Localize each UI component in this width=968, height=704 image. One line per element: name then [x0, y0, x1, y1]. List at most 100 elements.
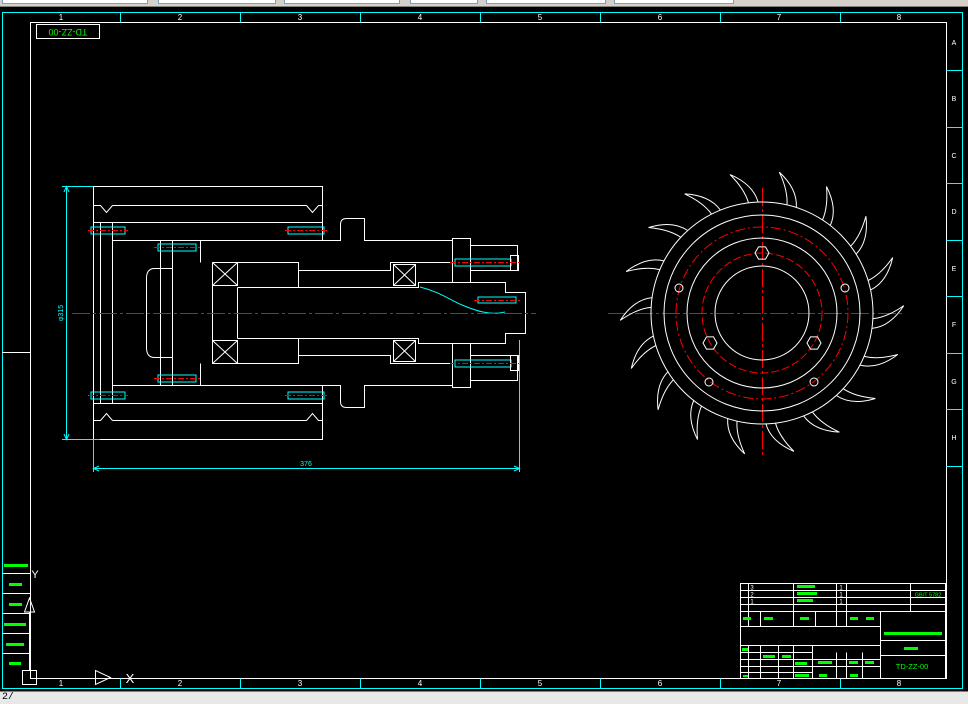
illegible-text-mark: [6, 643, 24, 646]
mounting-hole: [840, 283, 850, 293]
part-quantity: 1: [839, 593, 843, 599]
length-dimension-line: [93, 340, 520, 472]
toolbar-field-lineweight[interactable]: [410, 0, 478, 4]
illegible-text-mark: [850, 617, 858, 620]
illegible-text-mark: [795, 674, 809, 677]
row-letter: A: [952, 40, 957, 47]
impeller-blade: [859, 354, 899, 367]
row-letter: G: [951, 379, 956, 386]
signoff-dividers: [2, 573, 30, 654]
title-block-frame: [740, 583, 946, 679]
toolbar-field-style[interactable]: [486, 0, 606, 4]
rim-inner: [663, 214, 861, 412]
hex-bolt-head: [754, 246, 770, 260]
impeller-blade: [765, 423, 795, 452]
mounting-hole: [704, 377, 714, 387]
column-number: 3: [298, 679, 303, 688]
illegible-text-mark: [782, 655, 791, 658]
toolbar-field-plotstyle[interactable]: [614, 0, 734, 4]
illegible-text-mark: [743, 617, 751, 620]
toolbar-strip: [0, 0, 968, 7]
ucs-x-label: X: [126, 671, 135, 686]
illegible-text-mark: [795, 662, 807, 665]
part-quantity: 1: [839, 600, 843, 606]
column-number: 8: [897, 679, 902, 688]
drawing-number: TD-ZZ-00: [896, 662, 929, 671]
illegible-text-mark: [865, 661, 874, 664]
illegible-text-mark: [4, 623, 26, 626]
bolt-pitch-circle: [701, 252, 823, 374]
impeller-blade: [619, 297, 653, 321]
impeller-blade: [778, 171, 797, 208]
illegible-text-mark: [904, 647, 918, 650]
parts-list-columns: [748, 583, 911, 679]
illegible-text-mark: [9, 662, 21, 665]
bottom-column-dividers: [120, 678, 841, 689]
left-signoff-strip: [2, 564, 30, 665]
outer-border: [2, 12, 963, 689]
row-letter: B: [952, 96, 957, 103]
end-view: [608, 171, 905, 455]
mounting-hole: [674, 283, 684, 293]
illegible-text-mark: [9, 583, 22, 586]
x-axis-arrow-icon: [95, 669, 112, 686]
illegible-text-mark: [819, 674, 827, 677]
mounting-hole: [809, 377, 819, 387]
ucs-icon: [22, 596, 112, 686]
y-axis-arrow-icon: [23, 596, 36, 613]
length-dimension-arrows: [92, 465, 521, 472]
illegible-text-mark: [818, 661, 832, 664]
hex-bolt-head: [702, 336, 718, 350]
ucs-y-label: Y: [31, 569, 39, 581]
illegible-text-mark: [866, 617, 874, 620]
row-letter: H: [951, 435, 956, 442]
section-view: [72, 186, 536, 440]
row-letter: E: [952, 266, 957, 273]
illegible-text-mark: [9, 603, 22, 606]
column-numbers-bottom: 1 2 3 4 5 6 7 8: [59, 679, 902, 688]
illegible-text-mark: [764, 617, 773, 620]
illegible-text-mark: [797, 592, 817, 595]
illegible-text-mark: [850, 674, 858, 677]
illegible-text-mark: [743, 675, 748, 677]
impeller-blade: [850, 216, 867, 255]
part-number: 2: [750, 593, 754, 599]
command-line[interactable]: 2/: [0, 691, 968, 704]
row-letter: F: [952, 322, 956, 329]
row-dividers: [946, 70, 963, 467]
toolbar-field-linetype[interactable]: [158, 0, 276, 4]
bore-circle: [714, 265, 810, 361]
column-number: 4: [418, 679, 423, 688]
illegible-text-mark: [4, 564, 28, 567]
signature-rows: [740, 645, 881, 673]
blade-ring: [619, 171, 905, 455]
impeller-blade: [822, 186, 834, 226]
impeller-blade: [803, 411, 840, 433]
impeller-blade: [630, 335, 657, 369]
column-number: 7: [777, 679, 782, 688]
diameter-dimension-line: [62, 186, 100, 440]
impeller-blade: [871, 305, 905, 329]
corner-code-text: TD-ZZ-00: [49, 27, 88, 37]
illegible-text-mark: [797, 585, 815, 588]
toolbar-field-layer[interactable]: [2, 0, 148, 4]
column-number: 8: [897, 13, 902, 22]
top-column-dividers: [120, 12, 841, 23]
column-number: 1: [59, 13, 64, 22]
diameter-dimension-text: φ315: [58, 305, 65, 321]
toolbar-field-color[interactable]: [284, 0, 400, 4]
impeller-blade: [684, 193, 721, 215]
title-block: [740, 583, 946, 679]
hole-pitch-circle: [675, 226, 849, 400]
title-rows: [880, 640, 946, 656]
illegible-text-mark: [763, 655, 775, 658]
impeller-blade: [867, 257, 894, 291]
column-number: 3: [298, 13, 303, 22]
outer-rim: [650, 201, 874, 425]
diameter-dimension-arrows: [63, 185, 70, 441]
length-dimension-text: 376: [300, 461, 312, 468]
illegible-text-mark: [884, 632, 942, 635]
corner-code-box: TD-ZZ-00: [36, 24, 100, 39]
hex-bolt-head: [806, 336, 822, 350]
